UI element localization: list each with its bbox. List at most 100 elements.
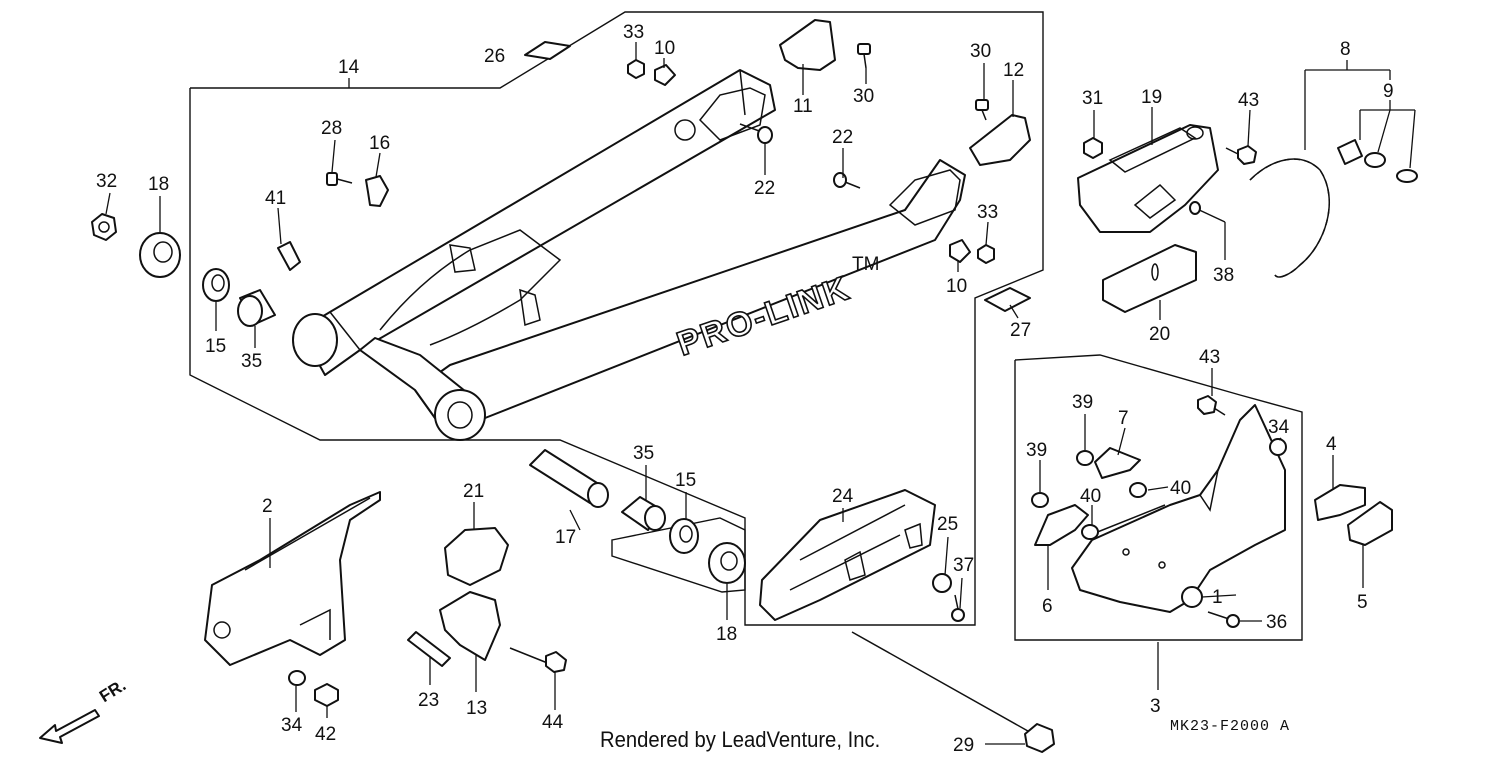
collar-40-lower[interactable]: [1081, 524, 1099, 540]
chain-guide-group-box: [1014, 354, 1303, 641]
callout-31: 31: [1082, 88, 1103, 109]
bolt-30-top[interactable]: [857, 43, 871, 69]
clamp-4[interactable]: [1314, 484, 1366, 521]
axle-29[interactable]: [851, 631, 1055, 753]
bolt-28[interactable]: [326, 172, 353, 186]
diagram-code: MK23-F2000 A: [1170, 718, 1291, 735]
bolt-38[interactable]: [1189, 201, 1226, 223]
callout-22-lower: 22: [832, 127, 853, 148]
bolt-37[interactable]: [951, 594, 965, 622]
nut-32[interactable]: [91, 213, 117, 241]
seal-15-right[interactable]: [669, 518, 699, 554]
credit-text: Rendered by LeadVenture, Inc.: [600, 727, 881, 752]
callout-7: 7: [1118, 408, 1129, 429]
callout-41: 41: [265, 188, 286, 209]
callout-30-right: 30: [970, 41, 991, 62]
callout-1: 1: [1212, 587, 1223, 608]
callout-39-upper: 39: [1072, 392, 1093, 413]
nut-34-bottom[interactable]: [288, 670, 306, 686]
callout-10-right: 10: [946, 276, 967, 297]
chain-case-2[interactable]: [204, 491, 381, 666]
callout-20: 20: [1149, 324, 1170, 345]
bolt-36[interactable]: [1207, 611, 1240, 628]
cap-18-right[interactable]: [708, 542, 746, 584]
callout-43-lower: 43: [1199, 347, 1220, 368]
bolt-44[interactable]: [509, 647, 567, 673]
chain-slider-24[interactable]: [759, 489, 936, 621]
collar-1[interactable]: [1181, 586, 1203, 608]
callout-34-bottom: 34: [281, 715, 303, 736]
plate-11[interactable]: [779, 19, 836, 71]
callout-15-left: 15: [205, 336, 226, 357]
callout-16: 16: [369, 133, 390, 154]
callout-42: 42: [315, 724, 336, 745]
bolt-43-top[interactable]: [1225, 145, 1257, 165]
front-arrow-icon: [39, 709, 100, 744]
collar-17[interactable]: [529, 449, 609, 508]
bolt-30-right[interactable]: [975, 99, 989, 121]
plate-12[interactable]: [969, 114, 1031, 166]
swingarm[interactable]: PRO-LINK TM: [292, 69, 966, 441]
callout-38: 38: [1213, 265, 1234, 286]
pin-23[interactable]: [407, 631, 451, 667]
collar-40-upper[interactable]: [1129, 482, 1147, 498]
leader-lines: [105, 42, 1416, 745]
callout-15-right: 15: [675, 470, 696, 491]
bolt-42[interactable]: [314, 683, 339, 707]
callout-11: 11: [793, 96, 813, 117]
callout-44: 44: [542, 712, 564, 733]
callout-30-top: 30: [853, 86, 874, 107]
bolt-22-lower[interactable]: [833, 172, 861, 189]
nut-33-top[interactable]: [627, 59, 645, 79]
fitting-41[interactable]: [277, 241, 301, 271]
callout-40-left: 40: [1080, 486, 1101, 507]
cap-18-left[interactable]: [139, 232, 181, 278]
clamp-16[interactable]: [365, 175, 389, 207]
clip-10-right[interactable]: [949, 239, 971, 263]
callout-2: 2: [262, 496, 273, 517]
adjuster-13[interactable]: [439, 591, 501, 661]
chain-slider-19[interactable]: [1077, 124, 1219, 233]
slider-20[interactable]: [1102, 244, 1197, 313]
callout-37: 37: [953, 555, 974, 576]
callout-21: 21: [463, 481, 484, 502]
callout-14: 14: [338, 57, 360, 78]
callout-10-top: 10: [654, 38, 675, 59]
callout-29: 29: [953, 735, 974, 756]
bearing-35-right[interactable]: [621, 496, 666, 531]
bearing-35-left[interactable]: [237, 289, 276, 327]
chain-guide-3[interactable]: [1071, 404, 1286, 613]
trademark-text: TM: [852, 254, 879, 275]
callout-26: 26: [484, 46, 505, 67]
clamp-5[interactable]: [1347, 501, 1393, 546]
callout-17: 17: [555, 527, 576, 548]
collar-25[interactable]: [932, 573, 952, 593]
master-link-9[interactable]: [1337, 139, 1418, 183]
clip-10-top[interactable]: [654, 64, 676, 86]
label-27[interactable]: [984, 287, 1031, 312]
drive-chain-8[interactable]: [1249, 158, 1330, 278]
callout-5: 5: [1357, 592, 1368, 613]
callout-34-right: 34: [1268, 417, 1290, 438]
bolt-43-lower[interactable]: [1197, 395, 1226, 416]
callout-labels: 1 2 3 4 5 6 7 8 9 10 10 11 12 13 14 15 1…: [96, 22, 1394, 756]
callout-18-left: 18: [148, 174, 169, 195]
callout-32: 32: [96, 171, 117, 192]
nut-31[interactable]: [1083, 137, 1103, 159]
label-26[interactable]: [524, 41, 571, 60]
callout-33-top: 33: [623, 22, 644, 43]
callout-33-right: 33: [977, 202, 998, 223]
nut-33-right[interactable]: [977, 244, 995, 264]
callout-35-left: 35: [241, 351, 262, 372]
bracket-6[interactable]: [1034, 504, 1089, 546]
seal-15-left[interactable]: [202, 268, 230, 302]
washer-39-left[interactable]: [1031, 492, 1049, 508]
callout-35-right: 35: [633, 443, 654, 464]
washer-39-upper[interactable]: [1076, 450, 1094, 466]
bracket-7[interactable]: [1094, 447, 1141, 479]
nut-34-right[interactable]: [1269, 438, 1287, 456]
block-21[interactable]: [444, 527, 509, 586]
callout-3: 3: [1150, 696, 1161, 717]
